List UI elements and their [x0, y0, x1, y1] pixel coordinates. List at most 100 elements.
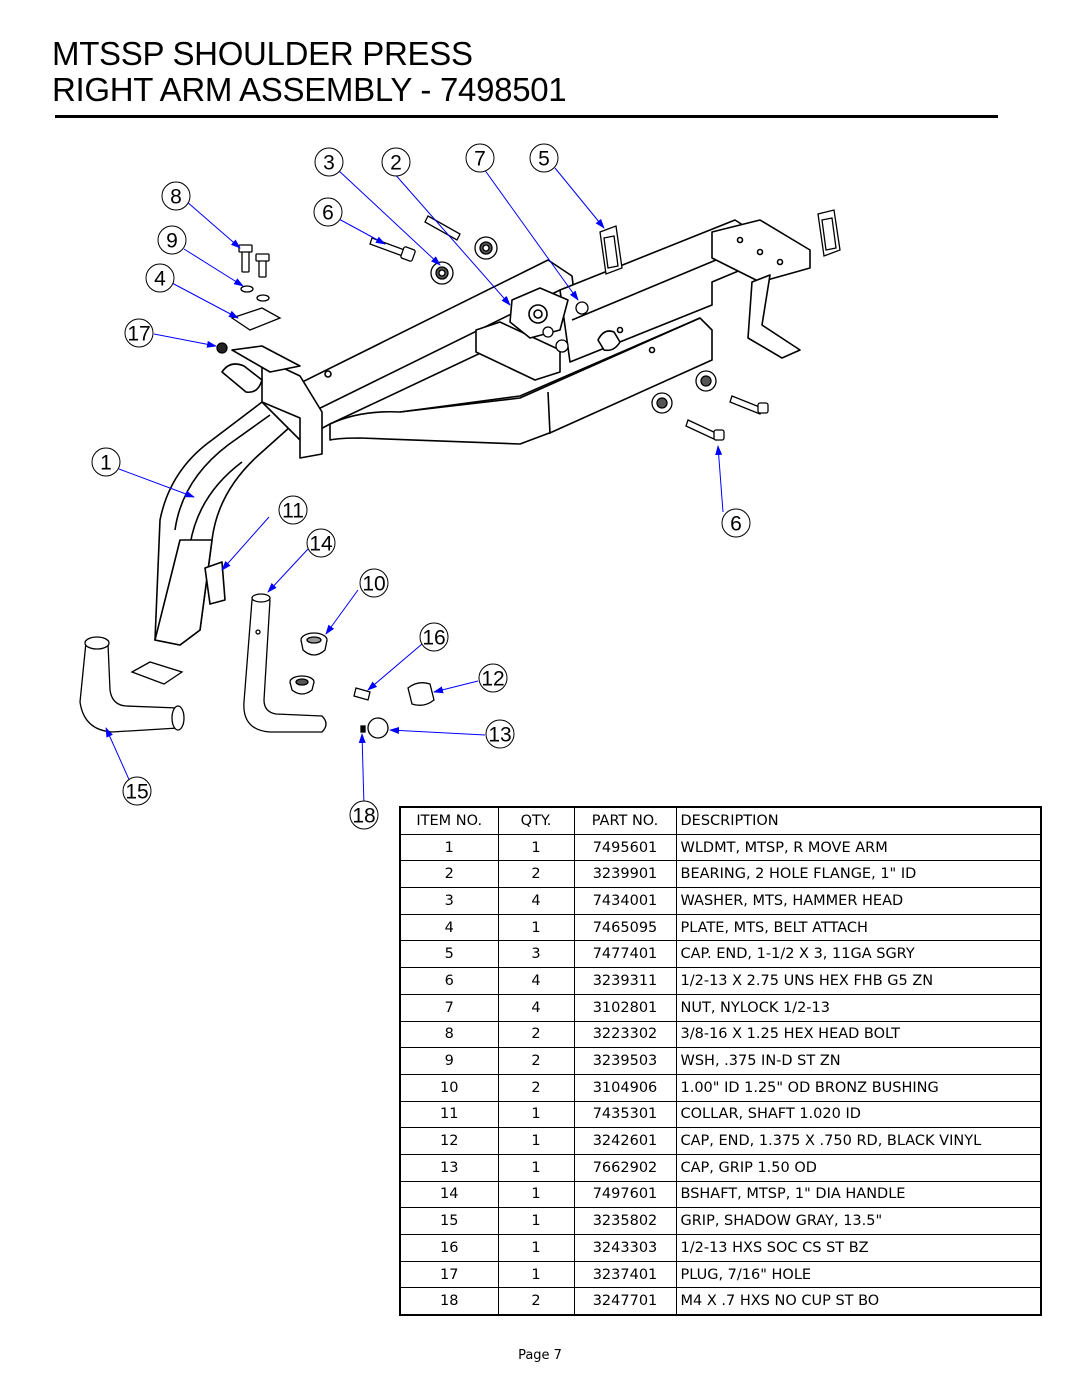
callout-balloon: 6	[721, 508, 751, 538]
cell-item-no: 7	[399, 993, 499, 1022]
cell-qty: 1	[497, 913, 575, 942]
hammer-head-washer	[651, 392, 673, 414]
callout-balloon: 5	[529, 143, 559, 173]
nylock-nut	[575, 301, 589, 315]
cell-item-no: 5	[399, 940, 499, 969]
hammer-head-washer	[695, 370, 717, 392]
hammer-head-washer	[474, 236, 498, 260]
cell-qty: 1	[497, 833, 575, 862]
end-cap-rect	[130, 661, 184, 685]
hammer-head-washer	[430, 261, 454, 285]
washer	[256, 294, 270, 302]
cell-item-no: 6	[399, 967, 499, 995]
callout-label: 7	[474, 148, 486, 171]
cell-description: 3/8-16 X 1.25 HEX HEAD BOLT	[675, 1020, 1042, 1049]
cell-description: WASHER, MTS, HAMMER HEAD	[675, 887, 1042, 915]
cell-part-no: 3239503	[573, 1047, 677, 1075]
cell-item-no: 8	[399, 1020, 499, 1049]
page-number: Page 7	[518, 1348, 562, 1363]
callout-balloon: 6	[313, 197, 343, 227]
cell-part-no: 3243303	[573, 1234, 677, 1262]
callout-label: 15	[125, 781, 148, 804]
callout-balloon: 8	[161, 181, 191, 211]
cell-part-no: 3223302	[573, 1020, 677, 1049]
cell-qty: 3	[497, 940, 575, 969]
callout-balloon: 18	[349, 800, 379, 830]
cell-item-no: 12	[399, 1127, 499, 1155]
callout-balloon: 3	[314, 147, 344, 177]
cell-qty: 1	[497, 1260, 575, 1289]
cell-part-no: 3235802	[573, 1207, 677, 1235]
callout-balloon: 17	[124, 318, 154, 348]
callout-label: 2	[390, 152, 402, 175]
header-description: DESCRIPTION	[675, 806, 1042, 835]
vinyl-end-cap	[407, 682, 435, 706]
cell-description: 1.00" ID 1.25" OD BRONZ BUSHING	[675, 1073, 1042, 1102]
callout-label: 8	[170, 186, 182, 209]
arm-collar-block	[261, 357, 323, 459]
cell-description: COLLAR, SHAFT 1.020 ID	[675, 1100, 1042, 1129]
cross-member	[475, 321, 561, 381]
callout-balloon: 16	[419, 622, 449, 652]
cell-part-no: 7497601	[573, 1180, 677, 1209]
cell-qty: 1	[497, 1207, 575, 1235]
bronze-bushing	[289, 675, 315, 695]
callout-label: 16	[422, 627, 445, 650]
callout-balloon: 7	[465, 143, 495, 173]
cell-description: M4 X .7 HXS NO CUP ST BO	[675, 1287, 1042, 1316]
header-item-no: ITEM NO.	[399, 806, 499, 835]
belt-attach-plate	[230, 307, 282, 331]
callout-balloon: 9	[157, 225, 187, 255]
foot-tab	[747, 274, 801, 359]
cell-qty: 1	[497, 1100, 575, 1129]
cell-item-no: 14	[399, 1180, 499, 1209]
move-arm-weldment	[154, 219, 811, 646]
socket-screw	[353, 687, 371, 701]
cell-description: NUT, NYLOCK 1/2-13	[675, 993, 1042, 1022]
lower-beam	[329, 317, 713, 445]
hex-bolt	[258, 258, 267, 278]
callout-balloon: 10	[359, 568, 389, 598]
cell-description: BEARING, 2 HOLE FLANGE, 1" ID	[675, 860, 1042, 889]
title-line-1: MTSSP SHOULDER PRESS	[52, 35, 473, 72]
callout-label: 12	[481, 668, 504, 691]
cell-item-no: 13	[399, 1153, 499, 1182]
title-line-2: RIGHT ARM ASSEMBLY - 7498501	[52, 71, 567, 108]
hex-flange-bolt	[729, 395, 763, 415]
cell-item-no: 1	[399, 833, 499, 862]
cell-description: BSHAFT, MTSP, 1" DIA HANDLE	[675, 1180, 1042, 1209]
cell-qty: 2	[497, 1020, 575, 1049]
cell-description: WSH, .375 IN-D ST ZN	[675, 1047, 1042, 1075]
callout-label: 13	[488, 724, 511, 747]
tube-stub	[221, 363, 263, 394]
hole-plug	[216, 342, 228, 354]
callout-label: 1	[100, 452, 112, 475]
cell-item-no: 2	[399, 860, 499, 889]
hex-flange-bolt	[685, 419, 719, 441]
cell-part-no: 3104906	[573, 1073, 677, 1102]
callout-label: 6	[730, 513, 742, 536]
cell-part-no: 3237401	[573, 1260, 677, 1289]
cell-description: CAP. END, 1-1/2 X 3, 11GA SGRY	[675, 940, 1042, 969]
callout-balloons: 3 2 7 5 8 6 9 4 17 1 11 14 6 10 16 12 13…	[91, 143, 751, 830]
cell-description: WLDMT, MTSP, R MOVE ARM	[675, 833, 1042, 862]
bronze-bushing	[300, 632, 328, 656]
handle-grip	[79, 636, 183, 733]
cell-qty: 4	[497, 967, 575, 995]
tube-end-cap	[817, 209, 841, 257]
callout-label: 11	[282, 500, 304, 523]
callout-balloon: 4	[145, 263, 175, 293]
callout-label: 9	[166, 230, 178, 253]
callout-balloon: 13	[485, 719, 515, 749]
